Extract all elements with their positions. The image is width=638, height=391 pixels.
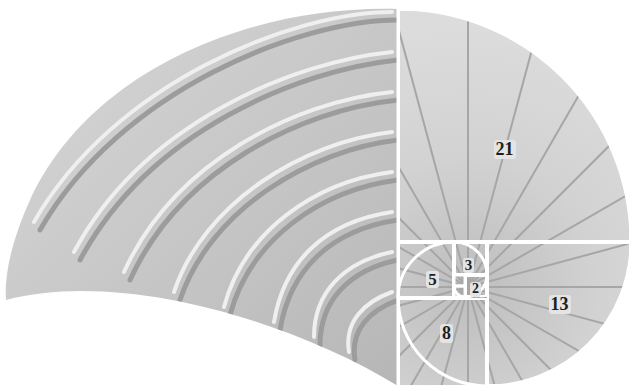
square-number: 21 xyxy=(494,140,516,159)
fibonacci-square: 3 xyxy=(454,242,487,275)
shell-ribs xyxy=(34,12,398,360)
fibonacci-square: 5 xyxy=(398,242,454,298)
shell-left xyxy=(6,9,398,386)
square-number: 8 xyxy=(440,324,453,343)
square-number: 5 xyxy=(426,271,439,289)
fibonacci-square: 13 xyxy=(487,242,631,386)
fibonacci-square: 2 xyxy=(465,275,487,297)
shell-right xyxy=(68,0,638,391)
radial-ribs xyxy=(68,0,638,391)
shell-chambers xyxy=(398,9,631,386)
fibonacci-square: 21 xyxy=(398,9,631,242)
fibonacci-square: 8 xyxy=(398,298,487,387)
square-number: 13 xyxy=(549,295,571,314)
unit-square xyxy=(454,275,465,286)
square-number: 2 xyxy=(470,282,481,297)
unit-squares xyxy=(398,0,465,391)
shell-body xyxy=(6,9,398,386)
golden-spiral xyxy=(398,9,631,386)
square-number: 3 xyxy=(463,258,475,274)
